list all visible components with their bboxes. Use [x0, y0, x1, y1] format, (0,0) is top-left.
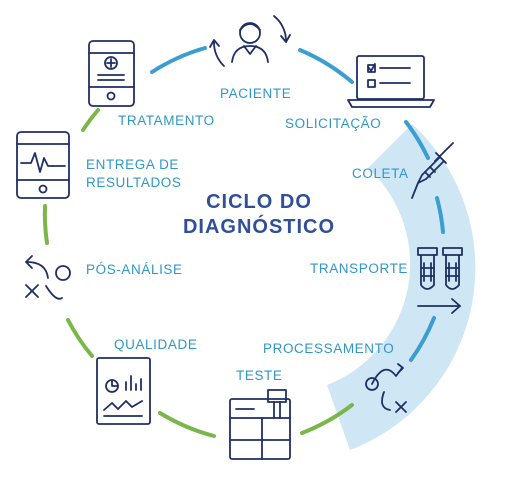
- analyzer-machine-icon: [229, 389, 291, 460]
- title-line-2: DIAGNÓSTICO: [182, 216, 336, 238]
- step-label-qualidade: QUALIDADE: [114, 337, 198, 352]
- arc-qualidade-posanalise: [66, 318, 94, 358]
- arc-tratamento-paciente: [150, 46, 207, 74]
- cycle-arrow-icon: [209, 15, 291, 67]
- tablet-ecg-icon: [16, 131, 70, 199]
- step-label-processamento: PROCESSAMENTO: [263, 341, 395, 356]
- step-label-coleta: COLETA: [352, 166, 409, 181]
- step-label-solicitacao: SOLICITAÇÃO: [285, 116, 382, 131]
- syringe-icon: [411, 142, 454, 199]
- step-label-transporte: TRANSPORTE: [310, 261, 409, 276]
- path-map-icon: [365, 363, 407, 413]
- step-label-entrega-line-1: ENTREGA DE: [86, 157, 180, 172]
- step-label-paciente: PACIENTE: [220, 86, 292, 101]
- arc-solicitacao-coleta: [404, 120, 430, 160]
- arc-entrega-tratamento: [81, 108, 100, 132]
- cycle-ring: [42, 46, 445, 438]
- laptop-checklist-icon: [347, 55, 435, 108]
- arc-transporte-processamento: [409, 316, 436, 362]
- step-label-entrega: ENTREGA DE RESULTADOS: [86, 156, 182, 192]
- title-line-1: CICLO DO: [206, 191, 312, 213]
- right-arrow-icon: [417, 298, 461, 314]
- arc-posanalise-entrega: [42, 204, 49, 245]
- arc-processamento-teste: [300, 403, 354, 435]
- step-label-pos-analise: PÓS-ANÁLISE: [86, 262, 183, 277]
- test-tubes-icon: [417, 247, 463, 290]
- arc-coleta-transporte: [435, 196, 445, 234]
- route-icon: [25, 255, 71, 300]
- person-icon: [231, 22, 269, 63]
- step-label-teste: TESTE: [236, 368, 283, 383]
- step-label-entrega-line-2: RESULTADOS: [86, 175, 182, 190]
- arc-teste-qualidade: [158, 411, 216, 438]
- step-label-tratamento: TRATAMENTO: [118, 113, 215, 128]
- arc-paciente-solicitacao: [298, 48, 354, 84]
- diagram-title: CICLO DO DIAGNÓSTICO: [150, 190, 368, 240]
- report-chart-icon: [96, 357, 151, 425]
- mobile-plus-icon: [88, 40, 135, 107]
